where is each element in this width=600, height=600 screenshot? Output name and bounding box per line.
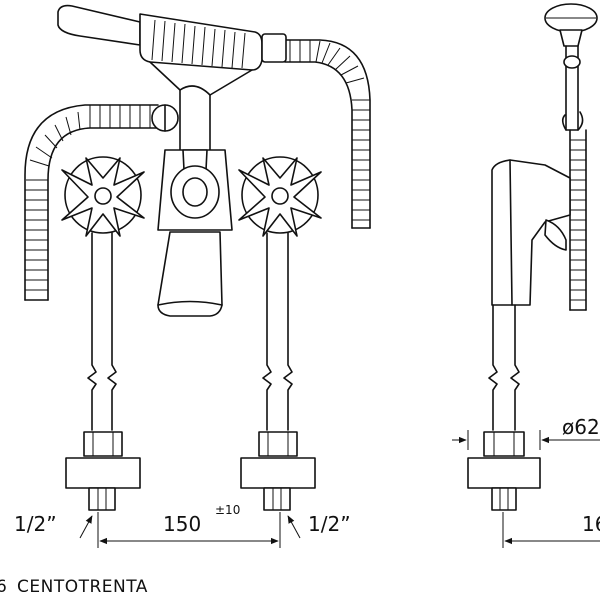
right-thread-label: 1/2” [308, 512, 351, 536]
supply-pipes [87, 232, 293, 431]
front-view: 1/2” 150 ±10 1/2” [14, 4, 371, 548]
shower-hose-right [284, 39, 371, 229]
side-width-label: 16 [582, 512, 600, 536]
left-fitting [65, 431, 141, 511]
centers-label: 150 [163, 512, 201, 536]
side-view: ø62 16 [452, 3, 600, 548]
mixer-body [157, 149, 233, 317]
side-diameter-label: ø62 [562, 415, 600, 439]
left-thread-label: 1/2” [14, 512, 57, 536]
front-dimensions [79, 512, 301, 548]
right-fitting [240, 431, 316, 511]
left-cross-handle [61, 156, 145, 237]
caption-name: CENTOTRENTA [17, 577, 148, 597]
shower-hose-left [24, 104, 159, 301]
centers-tolerance-label: ±10 [215, 503, 240, 517]
side-dimensions [452, 430, 600, 548]
shower-holder [149, 61, 253, 151]
caption-code: 6 [0, 577, 7, 597]
hand-shower [57, 4, 287, 71]
right-cross-handle [238, 156, 322, 237]
